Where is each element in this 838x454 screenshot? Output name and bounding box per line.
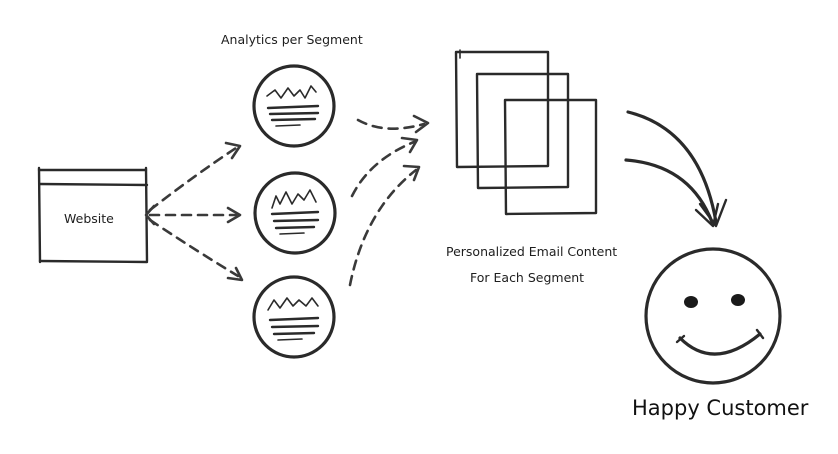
segments-to-email-arrows bbox=[348, 114, 430, 287]
segment-analytics-2 bbox=[253, 171, 337, 255]
analytics-chart-icon bbox=[270, 189, 320, 235]
email-document-icon bbox=[454, 49, 550, 169]
arrow-website-to-segment-3 bbox=[148, 218, 244, 282]
analytics-chart-icon bbox=[266, 85, 320, 127]
arrow-email-to-customer-1 bbox=[626, 110, 728, 228]
website-node: Website bbox=[37, 166, 149, 264]
email-document-icon bbox=[503, 98, 598, 216]
smile-mouth bbox=[678, 332, 762, 356]
analytics-title: Analytics per Segment bbox=[221, 32, 363, 47]
arrow-tail-mark bbox=[144, 204, 156, 226]
website-label: Website bbox=[64, 211, 114, 226]
arrow-website-to-segment-2 bbox=[148, 206, 242, 224]
left-eye bbox=[684, 296, 698, 308]
arrow-segment-3-to-email bbox=[348, 164, 421, 287]
segment-analytics-3 bbox=[252, 275, 336, 359]
analytics-chart-icon bbox=[267, 297, 320, 341]
arrow-email-to-customer-2 bbox=[624, 158, 720, 228]
email-caption-line-1: Personalized Email Content bbox=[446, 244, 617, 259]
email-caption-line-2: For Each Segment bbox=[470, 270, 584, 285]
right-eye bbox=[731, 294, 745, 306]
arrow-segment-2-to-email bbox=[350, 136, 419, 198]
segment-analytics-1 bbox=[252, 64, 336, 148]
browser-window-icon bbox=[37, 166, 149, 264]
arrow-segment-1-to-email bbox=[356, 114, 430, 134]
arrow-website-to-segment-1 bbox=[148, 141, 242, 212]
email-to-customer-arrows bbox=[624, 110, 728, 228]
website-to-segments-arrows bbox=[144, 141, 244, 282]
smiley-face-icon bbox=[644, 247, 782, 385]
email-documents-stack bbox=[454, 49, 598, 216]
customer-label: Happy Customer bbox=[632, 396, 809, 420]
email-document-icon bbox=[475, 72, 570, 190]
